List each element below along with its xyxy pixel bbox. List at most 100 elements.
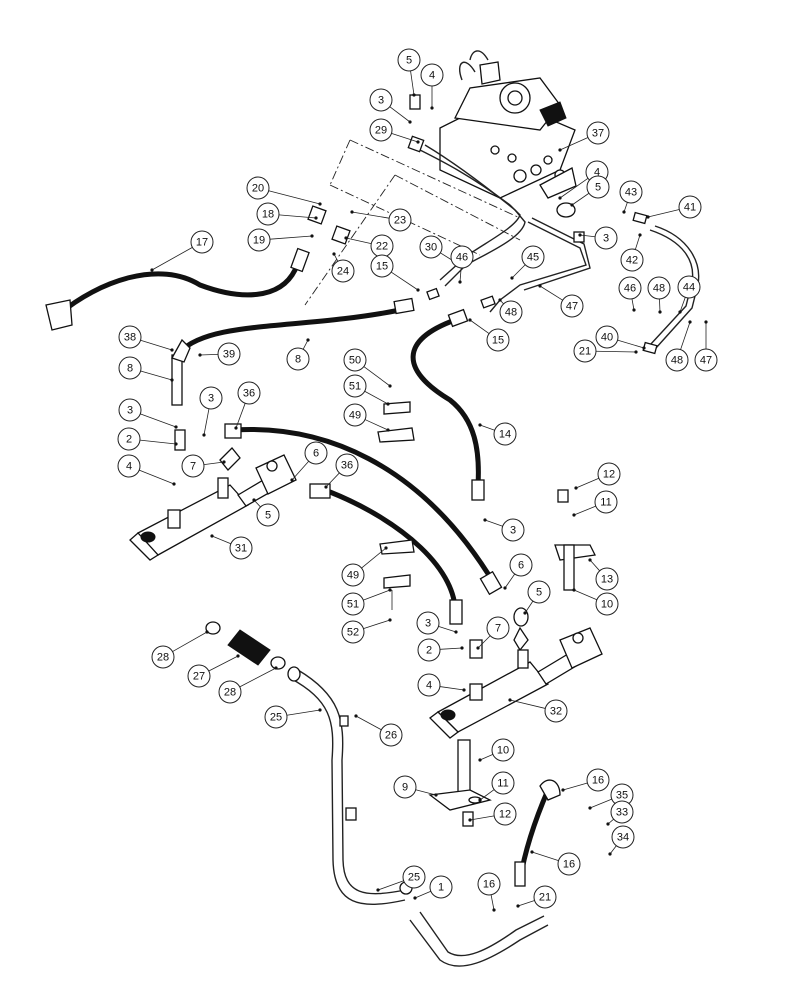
callout-number: 42 (626, 255, 638, 267)
callout-number: 5 (265, 510, 271, 522)
callout-number: 25 (408, 872, 420, 884)
callout-number: 21 (539, 892, 551, 904)
callout-leader-line (477, 635, 491, 649)
callout-circle (416, 611, 440, 635)
callout-circle (544, 699, 568, 723)
callout-target-dot (508, 698, 512, 702)
callout-target-dot (572, 588, 576, 592)
callout-circle (619, 180, 643, 204)
callout-target-dot (386, 428, 390, 432)
part-callout: 29 (369, 118, 393, 142)
callout-circle (118, 356, 142, 380)
callout-number: 4 (429, 70, 435, 82)
callout-leader-line (389, 106, 411, 123)
callout-number: 3 (510, 525, 516, 537)
part-callout: 10 (595, 592, 619, 616)
callout-number: 33 (616, 807, 628, 819)
callout-circle (341, 592, 365, 616)
callout-number: 49 (347, 570, 359, 582)
callout-leader-line (531, 851, 559, 861)
part-callout: 30 (419, 235, 443, 259)
callout-leader-line (364, 390, 389, 405)
part-callout: 3 (594, 226, 618, 250)
callout-leader-line (364, 419, 389, 431)
callout-leader-line (659, 298, 661, 313)
callout-target-dot (530, 850, 534, 854)
callout-circle (256, 202, 280, 226)
callout-number: 48 (653, 283, 665, 295)
callout-circle (343, 403, 367, 427)
callout-target-dot (516, 904, 520, 908)
callout-leader-line (355, 715, 382, 731)
part-callout: 6 (509, 553, 533, 577)
callout-circle (560, 294, 584, 318)
return-tube (287, 666, 549, 967)
callout-number: 16 (563, 859, 575, 871)
callout-leader-line (595, 350, 637, 353)
callout-leader-line (269, 235, 313, 240)
callout-number: 22 (376, 241, 388, 253)
callout-target-dot (574, 486, 578, 490)
callout-leader-line (302, 339, 309, 350)
callout-target-dot (462, 688, 466, 692)
callout-leader-line (140, 413, 177, 428)
callout-target-dot (608, 852, 612, 856)
part-callout: 4 (420, 63, 444, 87)
callout-circle (678, 195, 702, 219)
callout-number: 5 (595, 182, 601, 194)
callout-leader-line (479, 754, 494, 761)
callout-target-dot (376, 888, 380, 892)
callout-target-dot (642, 346, 646, 350)
callout-circle (527, 580, 551, 604)
part-callout: 31 (229, 536, 253, 560)
callout-circle (331, 259, 355, 283)
callout-leader-line (172, 631, 208, 652)
callout-number: 15 (492, 335, 504, 347)
part-callout: 20 (246, 176, 270, 200)
callout-leader-line (410, 70, 415, 96)
callout-target-dot (572, 513, 576, 517)
callout-target-dot (198, 353, 202, 357)
callout-target-dot (523, 611, 527, 615)
callout-target-dot (174, 425, 178, 429)
callout-leader-line (609, 845, 617, 855)
callout-number: 19 (253, 235, 265, 247)
part-callout: 13 (595, 567, 619, 591)
callout-leader-line (361, 547, 387, 569)
callout-target-dot (310, 234, 314, 238)
callout-number: 7 (495, 623, 501, 635)
callout-target-dot (170, 348, 174, 352)
part-callout: 3 (416, 611, 440, 635)
part-callout: 14 (493, 422, 517, 446)
callout-number: 37 (592, 128, 604, 140)
callout-circle (677, 275, 701, 299)
callout-number: 16 (592, 775, 604, 787)
mount-frame (304, 139, 521, 306)
part-callout: 12 (493, 802, 517, 826)
callout-number: 51 (349, 381, 361, 393)
callout-leader-line (647, 209, 680, 218)
callout-target-dot (350, 210, 354, 214)
callout-number: 23 (394, 215, 406, 227)
callout-target-dot (324, 485, 328, 489)
callout-leader-line (151, 247, 193, 271)
callout-target-dot (412, 93, 416, 97)
callout-circle (247, 228, 271, 252)
callout-target-dot (622, 210, 626, 214)
callout-leader-line (140, 370, 173, 381)
part-callout: 9 (393, 775, 417, 799)
callout-number: 3 (425, 618, 431, 630)
part-callout: 3 (118, 398, 142, 422)
callout-leader-line (278, 214, 317, 219)
callout-number: 51 (347, 599, 359, 611)
callout-circle (594, 226, 618, 250)
callout-circle (343, 374, 367, 398)
part-callout: 4 (117, 454, 141, 478)
callout-leader-line (634, 234, 641, 250)
callout-circle (501, 518, 525, 542)
pin-brackets (377, 401, 596, 811)
part-callout: 23 (388, 208, 412, 232)
callout-leader-line (345, 237, 372, 245)
callout-leader-line (562, 782, 588, 791)
callout-circle (117, 427, 141, 451)
